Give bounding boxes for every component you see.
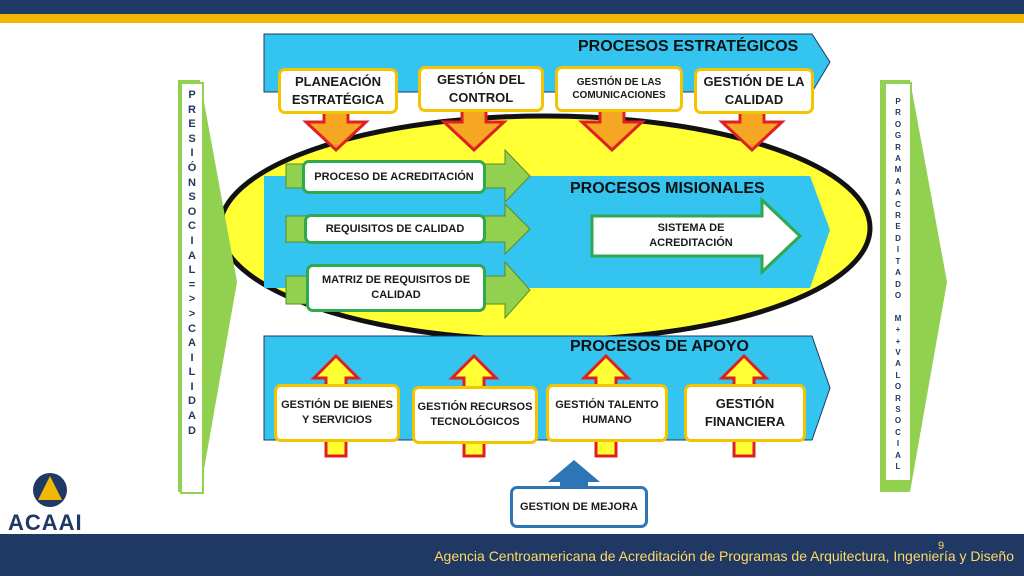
down-arrow-2 — [440, 108, 508, 153]
logo-text: ACAAI — [8, 510, 83, 535]
left-vertical-frame — [180, 82, 204, 494]
vertical-letter: I — [190, 351, 194, 364]
vertical-letter: > — [188, 307, 196, 320]
strategic-title: PROCESOS ESTRATÉGICOS — [578, 38, 799, 55]
page-number: 9 — [938, 540, 945, 552]
vertical-letter: A — [895, 176, 901, 186]
vertical-letter: I — [190, 234, 194, 247]
vertical-letter: R — [895, 211, 901, 221]
vertical-letter: P — [895, 97, 901, 106]
vertical-letter: A — [188, 249, 196, 262]
strategic-box-planning: PLANEACIÓN ESTRATÉGICA — [278, 68, 398, 114]
vertical-letter: S — [188, 132, 196, 145]
support-box-finance: GESTIÓN FINANCIERA — [684, 384, 806, 442]
vertical-letter: O — [187, 205, 197, 218]
missional-band-arrow — [264, 176, 830, 288]
vertical-letter: O — [894, 382, 902, 392]
top-accent-line — [0, 14, 1024, 23]
system-arrow — [590, 196, 803, 276]
vertical-letter: E — [895, 222, 901, 232]
vertical-letter: L — [188, 264, 196, 277]
vertical-letter: G — [894, 131, 902, 141]
missional-system-label: SISTEMA DE ACREDITACIÓN — [649, 222, 733, 249]
support-box-talent: GESTIÓN TALENTO HUMANO — [546, 384, 668, 442]
support-box-goods: GESTIÓN DE BIENES Y SERVICIOS — [274, 384, 400, 442]
missional-title: PROCESOS MISIONALES — [570, 180, 765, 197]
top-bar — [0, 0, 1024, 14]
vertical-letter: S — [895, 404, 901, 414]
vertical-letter: Ó — [187, 161, 197, 174]
vertical-letter: A — [895, 154, 901, 164]
vertical-letter: A — [895, 268, 901, 278]
footer-bar — [0, 534, 1024, 576]
vertical-letter: O — [894, 290, 902, 300]
vertical-letter: R — [188, 103, 196, 116]
vertical-letter: D — [895, 233, 901, 243]
support-box-technology: GESTIÓN RECURSOS TECNOLÓGICOS — [412, 386, 538, 444]
vertical-letter: L — [895, 462, 901, 471]
right-vertical-frame — [884, 82, 912, 482]
vertical-letter: A — [895, 359, 901, 369]
vertical-letter: I — [190, 380, 194, 393]
vertical-letter: V — [895, 347, 901, 357]
missional-box-requirements: REQUISITOS DE CALIDAD — [304, 214, 486, 244]
missional-box-accreditation: PROCESO DE ACREDITACIÓN — [302, 160, 486, 194]
vertical-letter: C — [895, 199, 901, 209]
vertical-letter: I — [896, 439, 900, 449]
vertical-letter: R — [895, 142, 901, 152]
vertical-letter: A — [188, 410, 196, 423]
strategic-box-control: GESTIÓN DEL CONTROL — [418, 66, 544, 112]
vertical-letter: A — [895, 450, 901, 460]
vertical-letter: O — [894, 416, 902, 426]
vertical-letter: I — [896, 245, 900, 255]
vertical-letter — [897, 301, 899, 312]
strategic-box-communications: GESTIÓN DE LAS COMUNICACIONES — [555, 66, 683, 112]
vertical-letter: > — [188, 293, 196, 306]
vertical-letter: D — [895, 279, 901, 289]
strategic-band-arrow — [263, 33, 831, 93]
vertical-letter: L — [895, 370, 901, 380]
vertical-letter: T — [895, 256, 901, 266]
vertical-letter: D — [188, 424, 196, 437]
vertical-letter: M — [894, 313, 902, 323]
vertical-letter: E — [188, 118, 196, 131]
vertical-letter: P — [188, 89, 196, 101]
acaai-logo-mark — [33, 473, 67, 507]
vertical-letter: A — [895, 188, 901, 198]
vertical-letter: O — [894, 119, 902, 129]
vertical-letter: S — [188, 191, 196, 204]
vertical-letter: L — [188, 366, 196, 379]
strategic-down-arrows — [302, 108, 786, 153]
improvement-up-arrow — [548, 460, 600, 492]
strategic-box-quality: GESTIÓN DE LA CALIDAD — [694, 68, 814, 114]
missional-box-matrix: MATRIZ DE REQUISITOS DE CALIDAD — [306, 264, 486, 312]
down-arrow-3 — [578, 108, 646, 153]
vertical-letter: N — [188, 176, 196, 189]
vertical-letter: M — [894, 165, 902, 175]
vertical-letter: C — [188, 220, 196, 233]
vertical-letter: + — [895, 325, 901, 335]
vertical-letter: A — [188, 337, 196, 350]
vertical-letter: C — [895, 427, 901, 437]
vertical-letter: = — [188, 278, 196, 291]
vertical-letter: D — [188, 395, 196, 408]
vertical-letter: R — [895, 108, 901, 118]
vertical-letter: + — [895, 336, 901, 346]
vertical-letter: C — [188, 322, 196, 335]
vertical-letter: I — [190, 147, 194, 160]
support-title: PROCESOS DE APOYO — [570, 338, 749, 355]
improvement-box: GESTION DE MEJORA — [510, 486, 648, 528]
vertical-letter: R — [895, 393, 901, 403]
footer-text: Agencia Centroamericana de Acreditación … — [434, 548, 1014, 564]
